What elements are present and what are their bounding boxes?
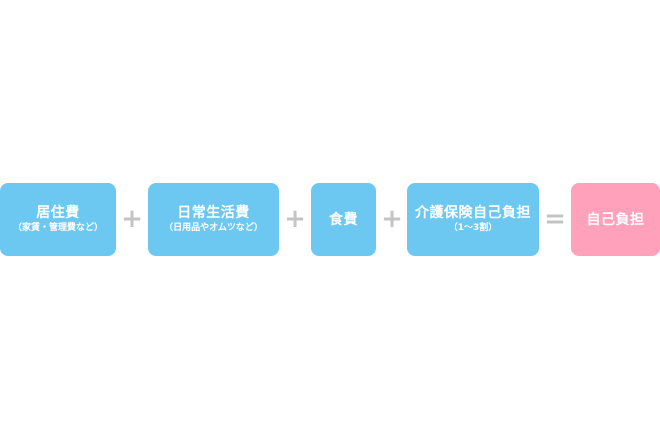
cost-box-daily-living-label: 日常生活費 — [177, 205, 250, 221]
plus-operator-2: + — [284, 204, 306, 234]
equals-operator: = — [544, 204, 566, 234]
result-box-self-pay: 自己負担 — [571, 183, 660, 256]
cost-box-food-label: 食費 — [329, 211, 358, 228]
cost-box-housing: 居住費 （家賃・管理費など） — [0, 183, 116, 256]
plus-operator-1: + — [121, 204, 143, 234]
cost-box-housing-label: 居住費 — [36, 205, 80, 221]
plus-operator-3: + — [381, 204, 403, 234]
result-box-self-pay-label: 自己負担 — [586, 211, 645, 228]
cost-box-daily-living-note: （日用品やオムツなど） — [164, 223, 263, 233]
cost-box-care-insurance-note: （1〜3割） — [448, 223, 498, 233]
cost-box-daily-living: 日常生活費 （日用品やオムツなど） — [148, 183, 279, 256]
cost-box-housing-note: （家賃・管理費など） — [12, 223, 103, 233]
cost-box-care-insurance-label: 介護保険自己負担 — [415, 205, 531, 221]
cost-box-food: 食費 — [311, 183, 376, 256]
cost-box-care-insurance: 介護保険自己負担 （1〜3割） — [407, 183, 539, 256]
